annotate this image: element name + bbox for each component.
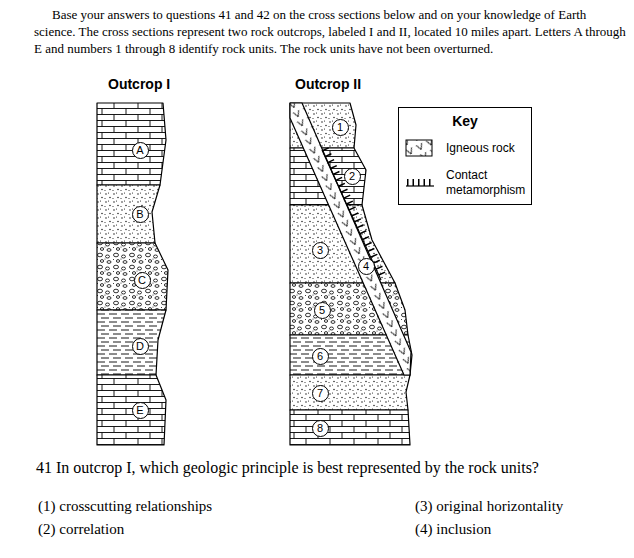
rock-unit-callout: 2: [344, 168, 361, 185]
callout-label: E: [136, 405, 143, 416]
key-heading: Key: [399, 113, 531, 129]
rock-unit-callout: D: [132, 338, 149, 355]
rock-unit-callout: 5: [314, 302, 331, 319]
rock-unit-callout: E: [132, 402, 149, 419]
callout-label: 5: [319, 305, 325, 316]
answer-choice: (4) inclusion: [415, 520, 491, 539]
rock-unit-callout: 4: [358, 258, 375, 275]
rock-unit-callout: C: [134, 272, 151, 289]
rock-unit-callout: 1: [332, 119, 349, 136]
outcrop-column: Outcrop IABCDE: [97, 103, 169, 445]
callout-label: 2: [349, 171, 355, 182]
intro-paragraph: Base your answers to questions 41 and 42…: [34, 6, 630, 57]
outcrop-column: Outcrop II12345678: [290, 103, 412, 445]
answer-choice: (3) original horizontality: [415, 497, 563, 516]
rock-unit-callout: 8: [312, 420, 329, 437]
answer-choice: (2) correlation: [38, 520, 124, 539]
rock-unit-callout: 3: [312, 242, 329, 259]
callout-label: 1: [337, 122, 343, 133]
callout-label: C: [138, 275, 146, 286]
outcrop-heading: Outcrop I: [108, 76, 170, 92]
callout-label: 6: [317, 351, 323, 362]
outcrop-heading: Outcrop II: [295, 76, 361, 92]
answer-choice: (1) crosscutting relationships: [38, 497, 212, 516]
rock-unit-callout: A: [132, 142, 149, 159]
callout-label: 7: [317, 388, 323, 399]
rock-unit-callout: 6: [312, 348, 329, 365]
rock-unit-callout: B: [132, 206, 149, 223]
callout-label: 3: [317, 245, 323, 256]
question-text: 41 In outcrop I, which geologic principl…: [36, 458, 630, 478]
callout-label: B: [136, 209, 143, 220]
key-box: KeyIgneous rockContact metamorphism: [398, 107, 532, 205]
legend-text: Igneous rock: [446, 141, 530, 156]
callout-label: A: [136, 145, 143, 156]
legend-text: Contact metamorphism: [446, 168, 530, 198]
rock-unit-callout: 7: [312, 385, 329, 402]
callout-label: D: [136, 341, 144, 352]
callout-label: 4: [363, 261, 369, 272]
callout-label: 8: [317, 423, 323, 434]
